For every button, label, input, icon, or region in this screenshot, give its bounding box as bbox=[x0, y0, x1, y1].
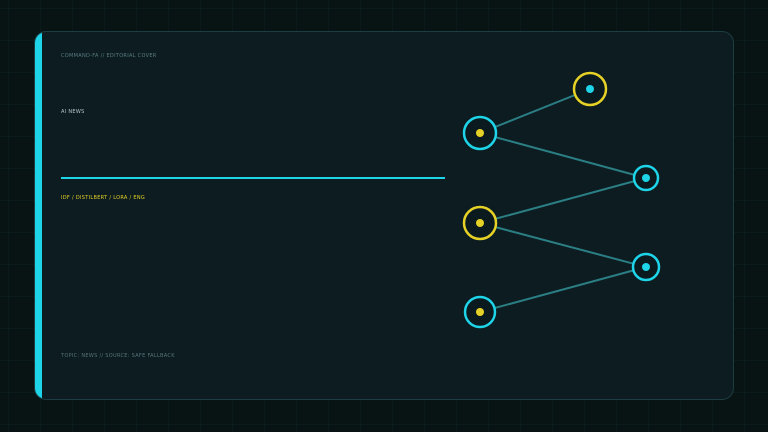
editorial-cover-card: COMMAND-FA // EDITORIAL COVER AI NEWS ID… bbox=[34, 31, 734, 400]
cover-title: AI NEWS bbox=[61, 109, 85, 115]
cover-footer: TOPIC: NEWS // SOURCE: SAFE FALLBACK bbox=[61, 353, 175, 359]
network-edge bbox=[479, 132, 647, 179]
network-edge bbox=[479, 222, 647, 268]
title-divider bbox=[61, 177, 445, 179]
network-edge bbox=[479, 266, 647, 313]
network-edges bbox=[479, 88, 647, 313]
node-dot bbox=[586, 85, 594, 93]
network-nodes bbox=[462, 71, 661, 329]
cover-tags: IDF / DISTILBERT / LORA / ENG bbox=[61, 195, 146, 201]
node-dot bbox=[642, 174, 650, 182]
network-edge bbox=[479, 88, 591, 134]
network-node bbox=[462, 205, 498, 241]
network-node bbox=[632, 164, 660, 192]
cover-kicker: COMMAND-FA // EDITORIAL COVER bbox=[61, 53, 157, 59]
accent-bar bbox=[35, 32, 42, 399]
network-node bbox=[463, 295, 497, 329]
network-node bbox=[462, 115, 498, 151]
network-edge bbox=[479, 177, 647, 224]
network-node bbox=[631, 252, 661, 282]
node-dot bbox=[476, 308, 484, 316]
node-dot bbox=[476, 129, 484, 137]
node-dot bbox=[642, 263, 650, 271]
network-node bbox=[572, 71, 608, 107]
node-dot bbox=[476, 219, 484, 227]
